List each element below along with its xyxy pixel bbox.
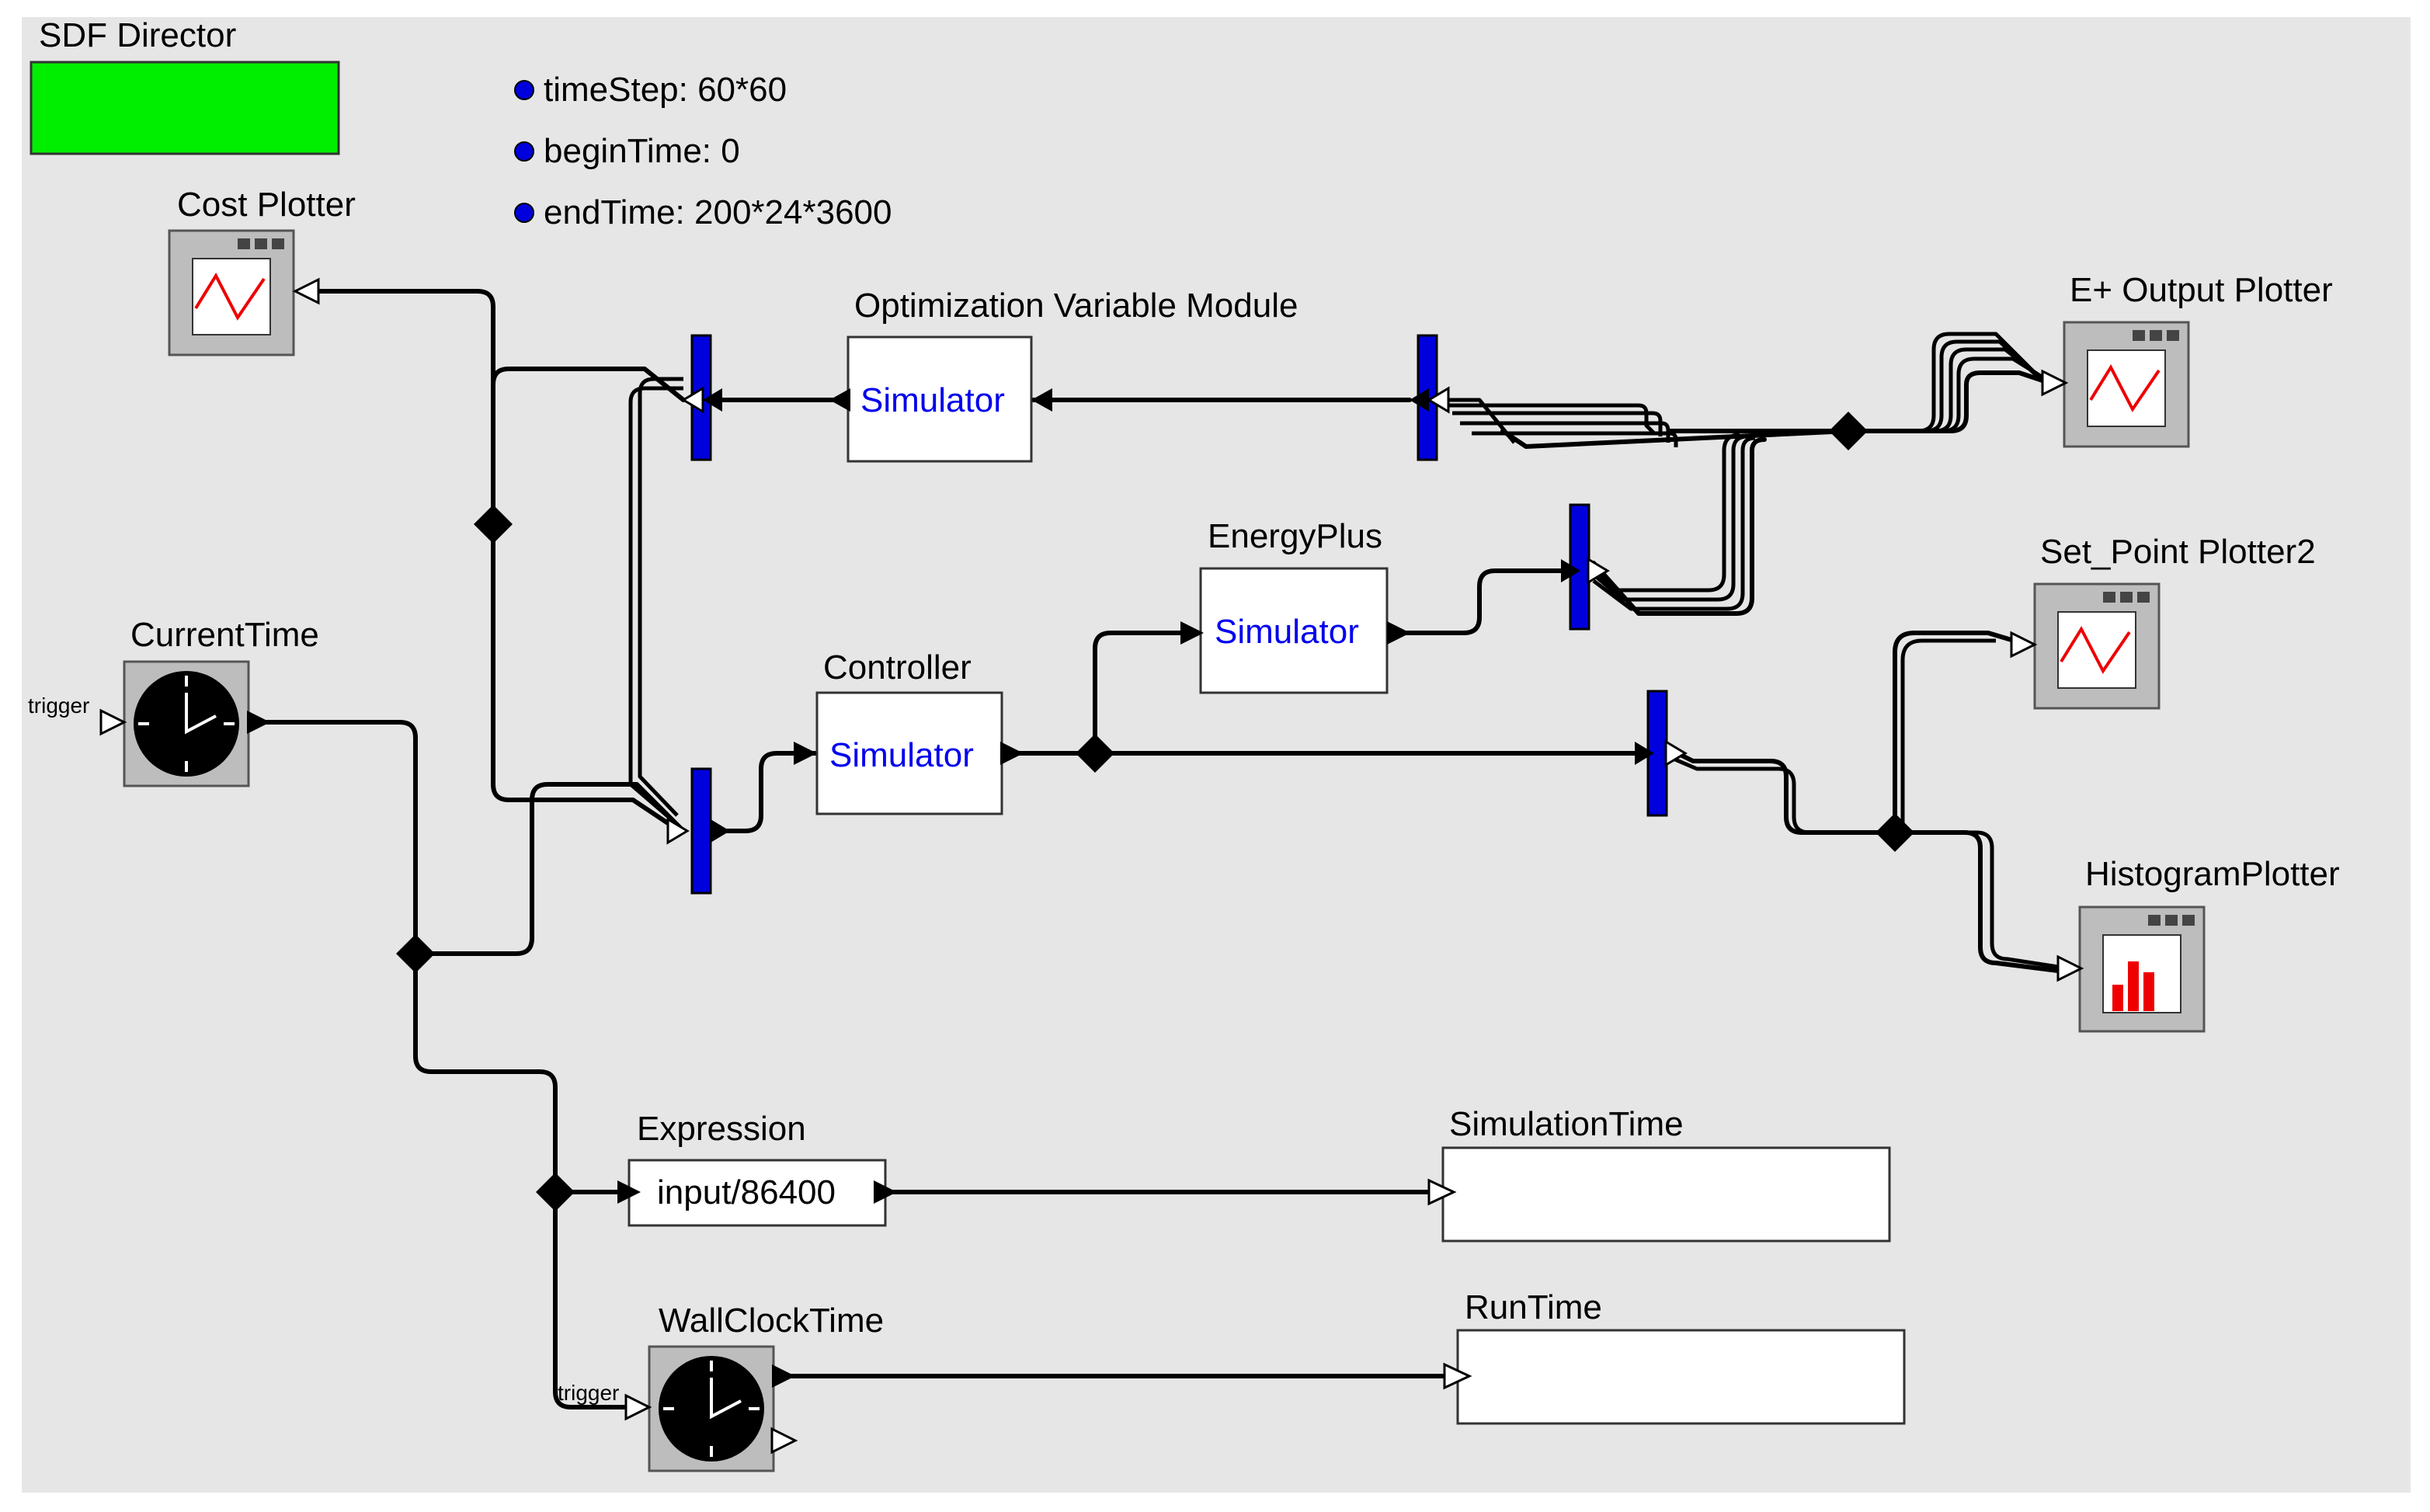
relation-diamond[interactable] xyxy=(474,505,513,544)
relation-diamond[interactable] xyxy=(1829,412,1868,450)
clock-icon xyxy=(648,1345,775,1472)
run-time-box[interactable] xyxy=(1456,1329,1906,1425)
current-time-label: CurrentTime xyxy=(130,616,319,654)
cost-plotter-label: Cost Plotter xyxy=(177,186,356,224)
optimization-module[interactable]: Optimization Variable Module Simulator xyxy=(829,287,1298,463)
input-port[interactable] xyxy=(1180,621,1204,645)
relation-diamonds xyxy=(396,412,1914,1211)
input-port[interactable] xyxy=(1443,1362,1472,1390)
bar-chart-icon xyxy=(2078,905,2206,1033)
input-port[interactable] xyxy=(617,1180,641,1204)
energyplus-simulator-box[interactable] xyxy=(1199,567,1389,694)
expression-value: input/86400 xyxy=(657,1173,836,1211)
setpoint-plotter-label: Set_Point Plotter2 xyxy=(2040,533,2316,571)
simulator-label: Simulator xyxy=(860,381,1005,419)
optimization-simulator-box[interactable] xyxy=(847,335,1033,463)
setpoint-plotter[interactable]: Set_Point Plotter2 xyxy=(2010,533,2316,710)
output-port[interactable] xyxy=(1000,742,1024,765)
output-port[interactable] xyxy=(874,1180,897,1204)
output-port[interactable] xyxy=(247,711,270,734)
sdf-director[interactable]: SDF Director xyxy=(30,16,340,155)
simulator-label: Simulator xyxy=(1215,613,1359,651)
eplus-output-plotter[interactable]: E+ Output Plotter xyxy=(2041,271,2333,448)
parameter-begin-time[interactable]: beginTime: 0 xyxy=(544,132,740,170)
sine-plot-icon xyxy=(2033,582,2161,710)
input-port[interactable] xyxy=(1031,388,1052,412)
energyplus-module[interactable]: EnergyPlus Simulator xyxy=(1180,517,1410,694)
parameter-end-time[interactable]: endTime: 200*24*3600 xyxy=(544,193,892,231)
bus-bar[interactable] xyxy=(690,767,712,895)
parameter-bullet-icon xyxy=(514,203,534,223)
output-port[interactable] xyxy=(772,1364,795,1388)
simulator-label: Simulator xyxy=(829,736,974,774)
current-time-actor[interactable]: CurrentTime trigger xyxy=(28,616,319,787)
optimization-module-label: Optimization Variable Module xyxy=(854,287,1298,325)
connection-wires xyxy=(260,289,2060,1409)
parameter-time-step[interactable]: timeStep: 60*60 xyxy=(544,71,787,109)
parameter-bullet-icon xyxy=(514,141,534,162)
wall-clock-time-actor[interactable]: WallClockTime trigger xyxy=(558,1302,884,1472)
eplus-output-plotter-label: E+ Output Plotter xyxy=(2070,271,2333,309)
relation-diamond[interactable] xyxy=(1876,813,1914,852)
energyplus-label: EnergyPlus xyxy=(1208,517,1382,555)
parameter-list: timeStep: 60*60 beginTime: 0 endTime: 20… xyxy=(514,71,892,231)
director-label: SDF Director xyxy=(39,16,236,54)
output-port[interactable] xyxy=(829,388,850,412)
input-port[interactable] xyxy=(2010,631,2038,659)
controller-module[interactable]: Controller Simulator xyxy=(794,648,1024,815)
expression-actor[interactable]: Expression input/86400 xyxy=(617,1110,897,1227)
relation-diamond[interactable] xyxy=(1076,734,1114,773)
parameter-bullet-icon xyxy=(514,80,534,100)
trigger-label: trigger xyxy=(558,1381,619,1405)
input-port[interactable] xyxy=(2041,369,2069,397)
simulation-time-box[interactable] xyxy=(1441,1146,1891,1243)
input-port[interactable] xyxy=(2056,954,2084,982)
histogram-plotter[interactable]: HistogramPlotter xyxy=(2056,855,2340,1033)
sine-plot-icon xyxy=(2063,321,2190,448)
simulation-time-display[interactable]: SimulationTime xyxy=(1427,1105,1891,1243)
output-port[interactable] xyxy=(1387,621,1410,645)
trigger-port[interactable] xyxy=(624,1393,652,1421)
bus-bars xyxy=(666,334,1688,895)
controller-label: Controller xyxy=(823,648,972,686)
run-time-display[interactable]: RunTime xyxy=(1443,1288,1906,1425)
input-port[interactable] xyxy=(1427,1178,1457,1206)
run-time-label: RunTime xyxy=(1465,1288,1602,1326)
output-port[interactable] xyxy=(770,1427,798,1455)
controller-simulator-box[interactable] xyxy=(815,691,1003,815)
clock-icon xyxy=(123,660,250,787)
cost-plotter[interactable]: Cost Plotter xyxy=(168,186,356,356)
input-port[interactable] xyxy=(292,277,320,305)
input-port[interactable] xyxy=(794,742,817,765)
relation-diamond[interactable] xyxy=(536,1173,575,1211)
trigger-label: trigger xyxy=(28,693,89,718)
histogram-plotter-label: HistogramPlotter xyxy=(2085,855,2340,893)
relation-diamond[interactable] xyxy=(396,934,435,973)
expression-label: Expression xyxy=(637,1110,806,1148)
sine-plot-icon xyxy=(168,229,295,356)
simulation-time-label: SimulationTime xyxy=(1449,1105,1684,1143)
wall-clock-time-label: WallClockTime xyxy=(659,1302,884,1340)
director-block[interactable] xyxy=(30,61,340,155)
trigger-port[interactable] xyxy=(99,708,127,736)
